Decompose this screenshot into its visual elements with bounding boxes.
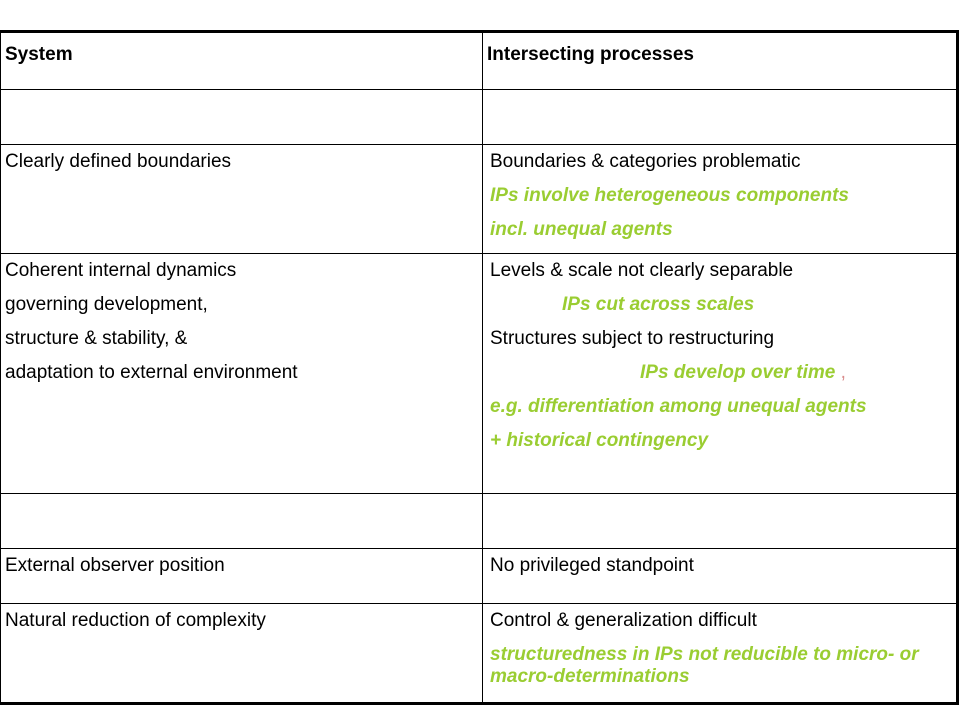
header-system-label: System — [5, 44, 73, 65]
ip-historical-text: + historical contingency — [490, 430, 709, 451]
header-intersecting-processes-label: Intersecting processes — [487, 44, 694, 65]
table-cell-right — [482, 493, 959, 549]
ip-control-text: Control & generalization difficult — [490, 610, 757, 631]
ip-heterogeneous-text: IPs involve heterogeneous components — [490, 185, 849, 206]
ip-develop-time-line: IPs develop over time , — [490, 362, 952, 384]
system-boundaries-text: Clearly defined boundaries — [5, 151, 232, 172]
header-system: System — [0, 30, 483, 90]
table-row-empty-1 — [0, 89, 959, 145]
ip-develop-time-comma: , — [840, 362, 846, 383]
system-dynamics-line-2: governing development, — [5, 294, 208, 315]
table-cell-left: Coherent internal dynamics governing dev… — [0, 253, 483, 494]
table-cell-right: No privileged standpoint — [482, 548, 959, 604]
ip-boundaries-text: Boundaries & categories problematic — [490, 151, 801, 172]
system-dynamics-line-4: adaptation to external environment — [5, 362, 298, 383]
ip-cut-scales-text: IPs cut across scales — [562, 294, 755, 315]
ip-restructuring-text: Structures subject to restructuring — [490, 328, 775, 349]
ip-levels-scale-text: Levels & scale not clearly separable — [490, 260, 794, 281]
system-dynamics-line-1: Coherent internal dynamics — [5, 260, 237, 281]
table-cell-right — [482, 89, 959, 145]
ip-differentiation-text: e.g. differentiation among unequal agent… — [490, 396, 867, 417]
table-row-empty-2 — [0, 493, 959, 549]
comparison-table: System Intersecting processes Clearly de… — [0, 30, 959, 705]
table-row-complexity: Natural reduction of complexity Control … — [0, 603, 959, 705]
table-cell-left — [0, 89, 483, 145]
ip-develop-time-text: IPs develop over time — [640, 362, 836, 383]
table-cell-left — [0, 493, 483, 549]
table-cell-left: Natural reduction of complexity — [0, 603, 483, 705]
system-observer-text: External observer position — [5, 555, 225, 576]
table-row-observer: External observer position No privileged… — [0, 548, 959, 604]
table-cell-right: Levels & scale not clearly separable IPs… — [482, 253, 959, 494]
system-dynamics-line-3: structure & stability, & — [5, 328, 188, 349]
system-complexity-text: Natural reduction of complexity — [5, 610, 266, 631]
table-row-dynamics: Coherent internal dynamics governing dev… — [0, 253, 959, 494]
ip-structuredness-text: structuredness in IPs not reducible to m… — [490, 644, 919, 687]
header-intersecting-processes: Intersecting processes — [482, 30, 959, 90]
table-cell-left: Clearly defined boundaries — [0, 144, 483, 254]
ip-standpoint-text: No privileged standpoint — [490, 555, 694, 576]
table-row-boundaries: Clearly defined boundaries Boundaries & … — [0, 144, 959, 254]
table-cell-right: Control & generalization difficult struc… — [482, 603, 959, 705]
table-header-row: System Intersecting processes — [0, 30, 959, 90]
table-cell-right: Boundaries & categories problematic IPs … — [482, 144, 959, 254]
table-cell-left: External observer position — [0, 548, 483, 604]
ip-unequal-agents-text: incl. unequal agents — [490, 219, 673, 240]
